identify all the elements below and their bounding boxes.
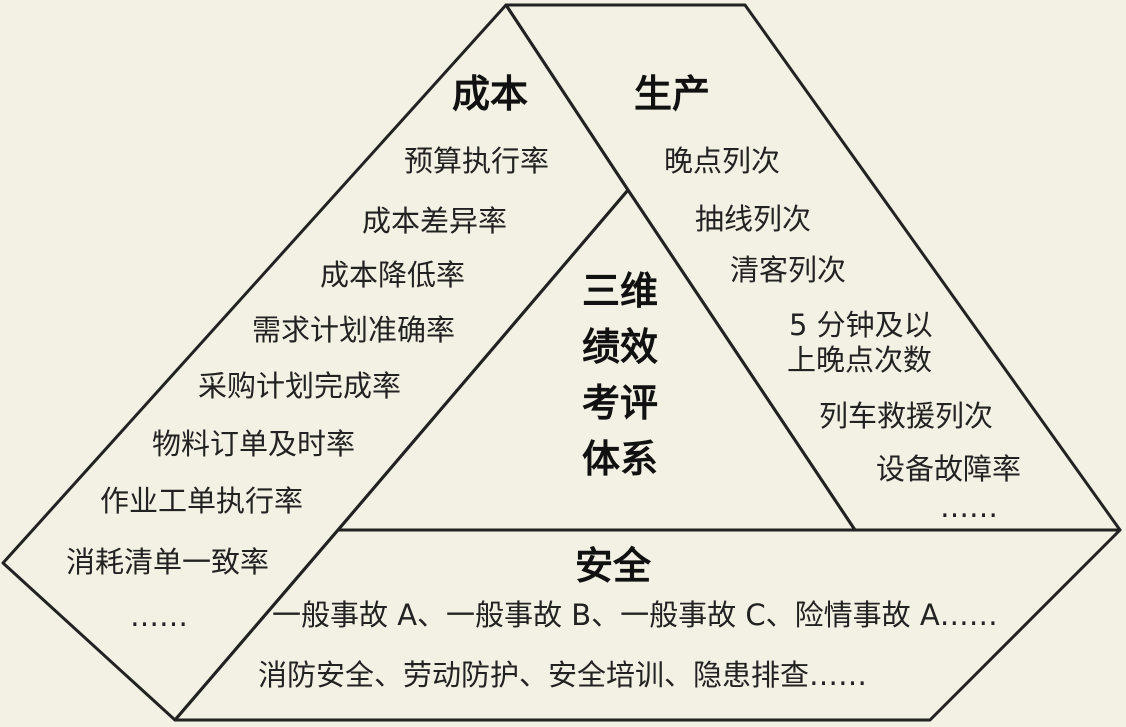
production-item: 设备故障率 bbox=[876, 452, 1022, 486]
safety-panel-outline bbox=[173, 528, 1122, 722]
center-triangle-outline bbox=[336, 188, 857, 532]
cost-title: 成本 bbox=[452, 72, 529, 116]
cost-item: 成本差异率 bbox=[362, 204, 508, 238]
cost-item: 消耗清单一致率 bbox=[66, 545, 270, 579]
cost-item: 采购计划完成率 bbox=[198, 369, 402, 403]
production-item: 抽线列次 bbox=[695, 202, 812, 236]
cost-item: 作业工单执行率 bbox=[100, 484, 304, 518]
cost-item: 物料订单及时率 bbox=[152, 427, 356, 461]
safety-item: 一般事故 A、一般事故 B、一般事故 C、险情事故 A…… bbox=[272, 598, 998, 632]
production-item: 晚点列次 bbox=[664, 144, 781, 178]
production-title: 生产 bbox=[634, 72, 711, 116]
production-item: 上晚点次数 bbox=[787, 343, 933, 377]
cost-ellipsis: …… bbox=[130, 599, 188, 633]
production-item: 5 分钟及以 bbox=[789, 308, 933, 342]
production-item: 列车救援列次 bbox=[819, 399, 994, 433]
production-ellipsis: …… bbox=[940, 490, 998, 524]
cost-item: 预算执行率 bbox=[404, 144, 550, 178]
safety-title: 安全 bbox=[575, 544, 652, 588]
cost-item: 成本降低率 bbox=[320, 258, 466, 292]
safety-item: 消防安全、劳动防护、安全培训、隐患排查…… bbox=[258, 658, 868, 692]
center-title: 三维绩效考评体系 bbox=[581, 269, 658, 481]
cost-item: 需求计划准确率 bbox=[252, 313, 456, 347]
production-item: 清客列次 bbox=[730, 253, 847, 287]
